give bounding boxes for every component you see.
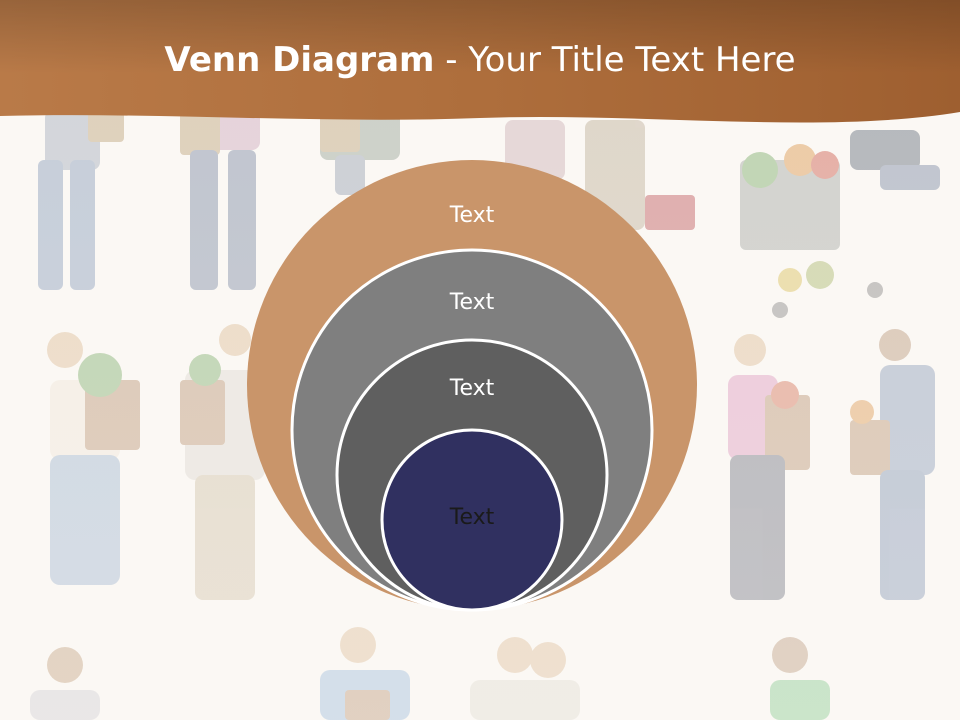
circle-label-2: Text: [449, 290, 495, 315]
page-title: Venn Diagram - Your Title Text Here: [0, 40, 960, 80]
circle-label-4: Text: [449, 505, 495, 530]
diagram-circle-4: [380, 428, 564, 612]
title-bold: Venn Diagram: [164, 40, 435, 80]
circle-label-1: Text: [449, 203, 495, 228]
header-band: [0, 0, 960, 123]
title-rest: - Your Title Text Here: [434, 40, 796, 80]
circle-label-3: Text: [449, 376, 495, 401]
